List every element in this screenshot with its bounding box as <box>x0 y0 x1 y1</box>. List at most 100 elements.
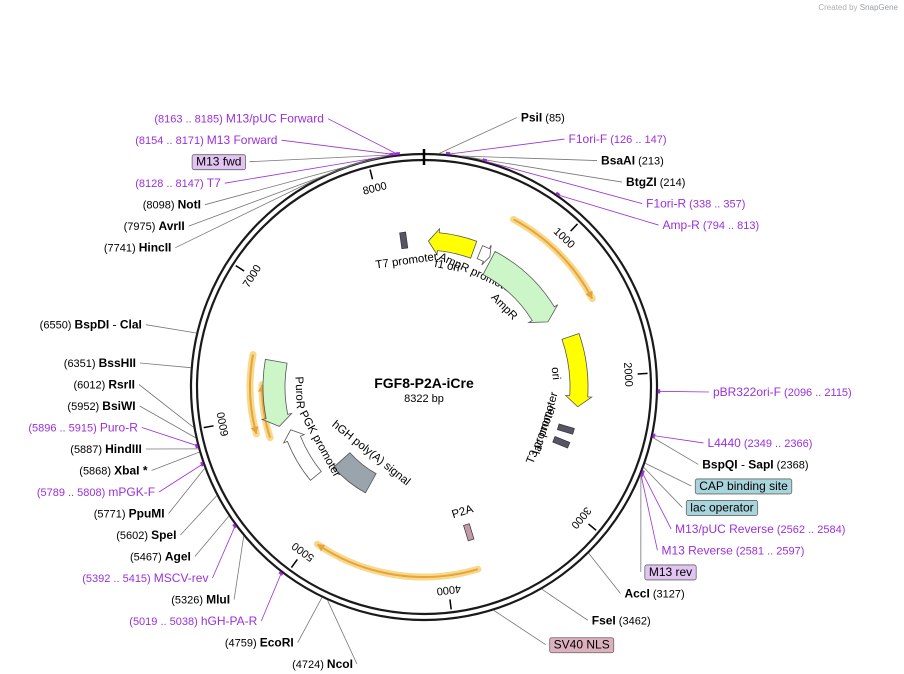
boxed-label-bg-lac-operator <box>685 500 759 516</box>
feature-ampr-promoter <box>476 244 492 266</box>
enzyme-label-ncoi: (4724) NcoI <box>292 657 353 671</box>
primer-name: F1ori-F <box>569 132 608 146</box>
enzyme-name: SpeI <box>151 528 176 542</box>
separator: - <box>738 457 749 471</box>
primer-name: T7 <box>207 176 221 190</box>
primer-name: mPGK-F <box>108 485 155 499</box>
primer-label-l4440: L4440 (2349 .. 2366) <box>707 436 812 450</box>
enzyme-label-agei: (5467) AgeI <box>130 550 191 564</box>
enzyme-name: RsrII <box>108 378 135 392</box>
leader-line <box>641 471 672 530</box>
primer-label-t7: (8128 .. 8147) T7 <box>135 176 221 190</box>
enzyme-name: XbaI * <box>114 464 148 478</box>
leader-line <box>557 194 659 226</box>
leader-line <box>249 154 396 163</box>
leader-line <box>212 525 236 579</box>
enzyme-position: (5868) <box>79 466 114 478</box>
enzyme-name: EcoRI <box>260 636 294 650</box>
leader-lines <box>138 117 709 665</box>
enzyme-name: FseI <box>592 613 616 627</box>
enzyme-position: (5602) <box>116 530 151 542</box>
enzyme-position: (214) <box>657 177 686 189</box>
leader-line <box>158 463 204 493</box>
leader-line <box>141 427 198 447</box>
enzyme-position: (6351) <box>64 358 99 370</box>
feature-label-p2a: P2A <box>450 503 475 521</box>
primer-range: (2562 .. 2584) <box>774 524 846 536</box>
tick-1000 <box>570 223 579 232</box>
primer-range: (2581 .. 2597) <box>733 545 805 557</box>
primer-label-m13-reverse: M13 Reverse (2581 .. 2597) <box>661 543 804 557</box>
leader-line <box>588 552 621 594</box>
primer-name: M13/pUC Reverse <box>675 522 774 536</box>
primer-name: L4440 <box>707 436 741 450</box>
primer-site-mark <box>278 571 284 576</box>
enzyme-name: AvrII <box>158 219 184 233</box>
leader-line <box>541 588 588 621</box>
leader-line <box>233 536 245 600</box>
enzyme-position: (2368) <box>774 459 809 471</box>
leader-line <box>194 515 230 557</box>
enzyme-label-psii: PsiI (85) <box>521 111 565 125</box>
leader-line <box>484 160 643 204</box>
feature-ampr <box>482 250 559 323</box>
feature-label-f1-ori: f1 ori <box>433 258 460 275</box>
enzyme-position: (5771) <box>94 509 129 521</box>
tick-5000 <box>290 559 298 568</box>
orf-arrowhead <box>250 426 259 434</box>
tick-label-2000: 2000 <box>621 362 634 387</box>
primer-site-mark <box>200 461 204 467</box>
tick-2000 <box>637 372 648 375</box>
primer-range: (794 .. 813) <box>700 220 759 232</box>
enzyme-name: NcoI <box>327 657 353 671</box>
primer-name: pBR322ori-F <box>713 385 781 399</box>
enzyme-name: PpuMI <box>129 507 165 521</box>
enzyme-name: BsiWI <box>102 399 135 413</box>
enzyme-name: BtgZI <box>626 175 657 189</box>
boxed-label-lac-operator: lac operator <box>690 500 753 514</box>
feature-label-ori: ori <box>549 367 562 381</box>
primer-site-mark <box>639 472 644 478</box>
primer-site-mark <box>389 152 394 156</box>
tick-label-3000: 3000 <box>568 504 593 530</box>
snapgene-credit: Created by SnapGene <box>818 3 898 12</box>
primer-label-m13-forward: (8154 .. 8171) M13 Forward <box>135 133 277 147</box>
boxed-label-bg-cap-binding-site <box>694 478 793 495</box>
orf-arrowhead <box>585 290 593 299</box>
leader-line <box>151 451 200 471</box>
enzyme-label-fsei: FseI (3462) <box>592 613 651 627</box>
leader-line <box>327 600 358 665</box>
enzyme-label-ppumi: (5771) PpuMI <box>94 507 165 521</box>
enzyme-label-bspqi: BspQI - SapI (2368) <box>702 457 808 471</box>
tick-3000 <box>587 523 597 531</box>
leader-line <box>188 160 364 227</box>
enzyme-position: (7741) <box>104 243 139 255</box>
primer-name: M13 Reverse <box>661 543 733 557</box>
boxed-label-bg-m13-fwd <box>191 154 246 171</box>
enzyme-position: (213) <box>635 156 664 168</box>
enzyme-label-bspdi: (6550) BspDI - ClaI <box>40 318 142 332</box>
leader-line <box>281 139 396 156</box>
enzyme-name: BsaAI <box>601 154 635 168</box>
separator: - <box>109 318 120 332</box>
tick-7000 <box>235 264 245 272</box>
leader-line <box>461 155 598 161</box>
enzyme-position: (8098) <box>143 200 178 212</box>
boxed-label-m13-fwd: M13 fwd <box>196 155 241 169</box>
tick-label-8000: 8000 <box>362 180 389 198</box>
feature-t3-promoter <box>552 436 571 449</box>
feature-hgh-poly-a-signal <box>332 452 377 494</box>
orf-arrowhead <box>317 544 326 552</box>
primer-range: (2096 .. 2115) <box>781 387 852 399</box>
primer-range: (338 .. 357) <box>686 199 745 211</box>
enzyme-position: (85) <box>542 113 565 125</box>
orf-arc-glow <box>313 540 482 581</box>
tick-4000 <box>449 599 452 610</box>
enzyme-name: AgeI <box>165 550 191 564</box>
enzyme-position: (6012) <box>73 380 108 392</box>
enzyme-label-bsshii: (6351) BssHII <box>64 356 136 370</box>
enzyme-label-mlui: (5326) MluI <box>171 593 230 607</box>
enzyme-name2: ClaI <box>120 318 142 332</box>
enzyme-position: (3127) <box>650 588 685 600</box>
